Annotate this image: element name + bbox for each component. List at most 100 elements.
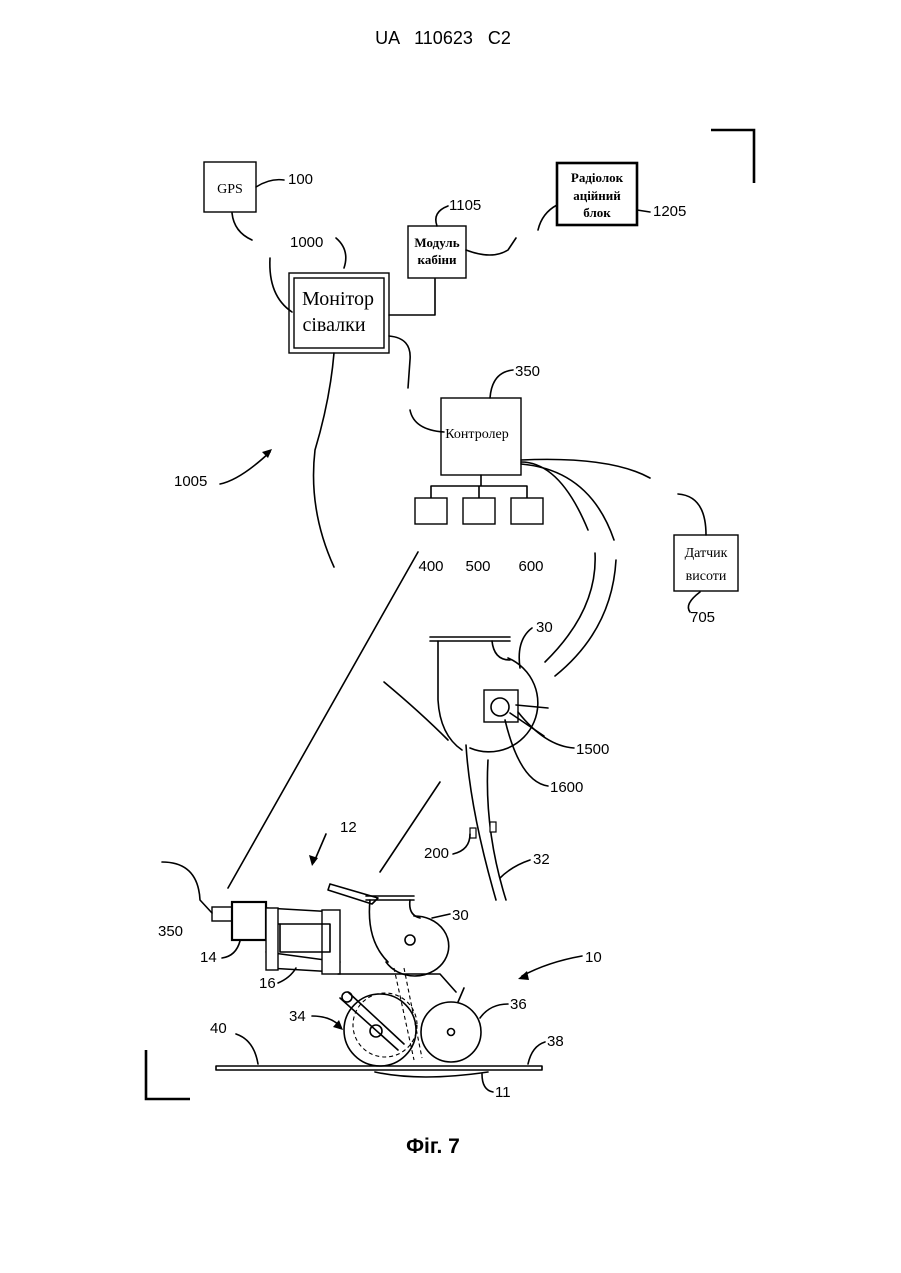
ref-200: 200 (424, 845, 449, 862)
block-600 (511, 498, 543, 524)
leader-32 (500, 860, 530, 878)
ref-350-controller: 350 (515, 363, 540, 380)
corner-mark-bottom-left (146, 1050, 190, 1099)
leader-10 (522, 956, 582, 976)
row-unit (162, 862, 542, 1077)
ref-36: 36 (510, 996, 527, 1013)
monitor-down-cable (314, 353, 334, 567)
arrowhead-1005 (262, 449, 272, 458)
closing-wheel-36 (421, 1002, 481, 1062)
ref-38: 38 (547, 1033, 564, 1050)
leader-36 (480, 1004, 508, 1018)
ref-1005: 1005 (174, 473, 207, 490)
lower-meter-housing (386, 916, 449, 976)
monitor-to-controller-cable (389, 336, 410, 388)
ref-600: 600 (518, 558, 543, 575)
cab-module-label-line2: кабіни (418, 252, 457, 267)
ref-1205: 1205 (653, 203, 686, 220)
hopper-lid (430, 637, 510, 641)
figure-caption: Фіг. 7 (406, 1135, 460, 1158)
mount-14 (232, 902, 266, 940)
leader-1005 (220, 452, 270, 484)
ground-line (216, 1066, 542, 1070)
row-unit-cable (162, 862, 212, 913)
leader-30-lower (432, 914, 450, 918)
patent-number: UA 110623 C2 (375, 28, 511, 48)
leader-1105 (436, 206, 448, 226)
ref-40: 40 (210, 1020, 227, 1037)
leader-100 (256, 180, 284, 187)
sensor-1500-housing (484, 690, 518, 722)
seed-sensor-mark (470, 828, 476, 838)
seed-sensor-mark-2 (490, 822, 496, 832)
leader-1500 (518, 712, 574, 748)
controller-cable-3 (521, 459, 650, 478)
ref-11: 11 (495, 1084, 511, 1101)
front-bracket (266, 908, 278, 970)
ref-705: 705 (690, 609, 715, 626)
block-500 (463, 498, 495, 524)
leader-1600 (505, 720, 548, 786)
sensor-cable-b (555, 560, 616, 676)
lower-hopper-lid (366, 896, 414, 900)
monitor-to-cab-link (389, 279, 435, 315)
controller-label: Контролер (445, 427, 508, 442)
ref-350-row: 350 (158, 923, 183, 940)
corner-mark-top-right (711, 130, 754, 183)
leader-38 (528, 1042, 545, 1064)
ref-30-lower: 30 (452, 907, 469, 924)
radar-label-line3: блок (583, 205, 611, 220)
block-400 (415, 498, 447, 524)
ref-1000: 1000 (290, 234, 323, 251)
lower-hopper-body (369, 900, 420, 962)
closing-wheel-hub (448, 1029, 455, 1036)
closing-wheel-spring (458, 988, 464, 1002)
controller-350-small (212, 907, 232, 921)
ref-16: 16 (259, 975, 276, 992)
monitor-label-line1: Монітор (302, 288, 374, 310)
controller-input-lead (410, 410, 444, 432)
radar-label-line1: Радіолок (571, 170, 624, 185)
seed-tube (466, 745, 506, 900)
lower-meter-hub (405, 935, 415, 945)
leader-11 (482, 1074, 493, 1092)
ref-12: 12 (340, 819, 357, 836)
leader-200 (453, 834, 470, 854)
opener-disc-34 (344, 994, 416, 1066)
leader-1205 (637, 210, 650, 212)
ref-14: 14 (200, 949, 217, 966)
ref-34: 34 (289, 1008, 306, 1025)
ref-1600: 1600 (550, 779, 583, 796)
ref-1500: 1500 (576, 741, 609, 758)
rear-bracket (322, 910, 340, 974)
ref-100: 100 (288, 171, 313, 188)
arrowhead-10 (518, 971, 529, 980)
height-sensor-cable (678, 494, 706, 535)
opener-disc-shadow (353, 993, 417, 1057)
ref-10: 10 (585, 949, 602, 966)
furrow-11 (375, 1072, 488, 1077)
gps-cable (232, 213, 252, 240)
height-sensor-label-line1: Датчик (685, 546, 728, 561)
sensor-cable-a (545, 553, 595, 662)
ref-500: 500 (465, 558, 490, 575)
seed-tube-hidden (394, 968, 422, 1060)
leader-30-upper (519, 628, 532, 668)
cab-to-radio-link (466, 238, 516, 255)
leader-1000 (336, 238, 346, 268)
gauge-arm-pivot (342, 992, 352, 1002)
monitor-label-line2: сівалки (302, 314, 365, 336)
leader-350-controller (490, 370, 513, 398)
radar-cable (538, 205, 557, 230)
ref-32: 32 (533, 851, 550, 868)
ref-1105: 1105 (449, 197, 481, 214)
projection-line-left (228, 552, 418, 888)
leader-14 (222, 941, 240, 958)
ref-30-upper: 30 (536, 619, 553, 636)
cab-module-label-line1: Модуль (414, 235, 459, 250)
controller-bus (431, 475, 527, 498)
gps-label: GPS (217, 182, 243, 197)
ref-400: 400 (418, 558, 443, 575)
height-sensor-label-line2: висоти (686, 569, 727, 584)
